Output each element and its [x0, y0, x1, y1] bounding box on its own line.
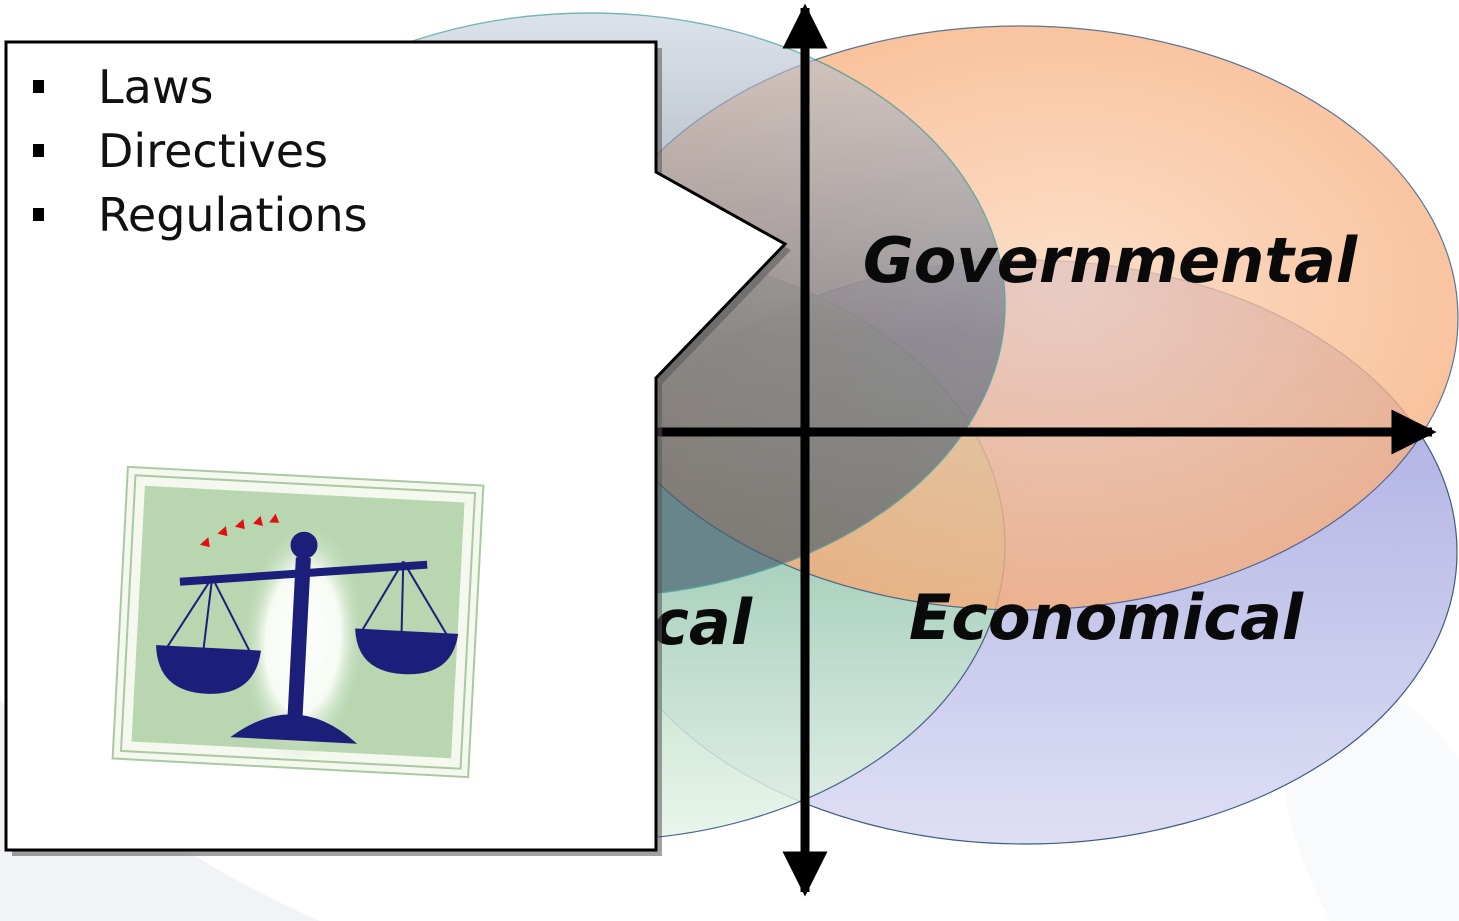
bullet-marker [33, 208, 44, 221]
bullet-laws: Laws [98, 60, 213, 114]
clipart-frame-inner [119, 474, 477, 770]
left-pan-string [165, 576, 214, 649]
bullet-marker [33, 80, 44, 93]
right-pan [355, 628, 459, 675]
left-pan-string [211, 576, 252, 653]
bullet-directives: Directives [98, 124, 328, 178]
left-pan [156, 645, 261, 694]
label-economical: Economical [909, 581, 1304, 654]
label-bottom-left: cal [652, 586, 753, 659]
scale-base [230, 714, 358, 744]
label-governmental: Governmental [863, 224, 1358, 297]
scale-figure [156, 531, 459, 744]
motion-marks [199, 513, 280, 548]
right-pan-string [402, 560, 449, 637]
callout-bullet-list: Laws Directives Regulations [33, 60, 368, 242]
bullet-marker [33, 144, 44, 157]
bullet-regulations: Regulations [98, 188, 368, 242]
right-pan-string [360, 560, 405, 632]
right-pan-string [400, 561, 405, 634]
scales-of-justice-icon [111, 465, 485, 779]
left-pan-string [202, 577, 214, 651]
